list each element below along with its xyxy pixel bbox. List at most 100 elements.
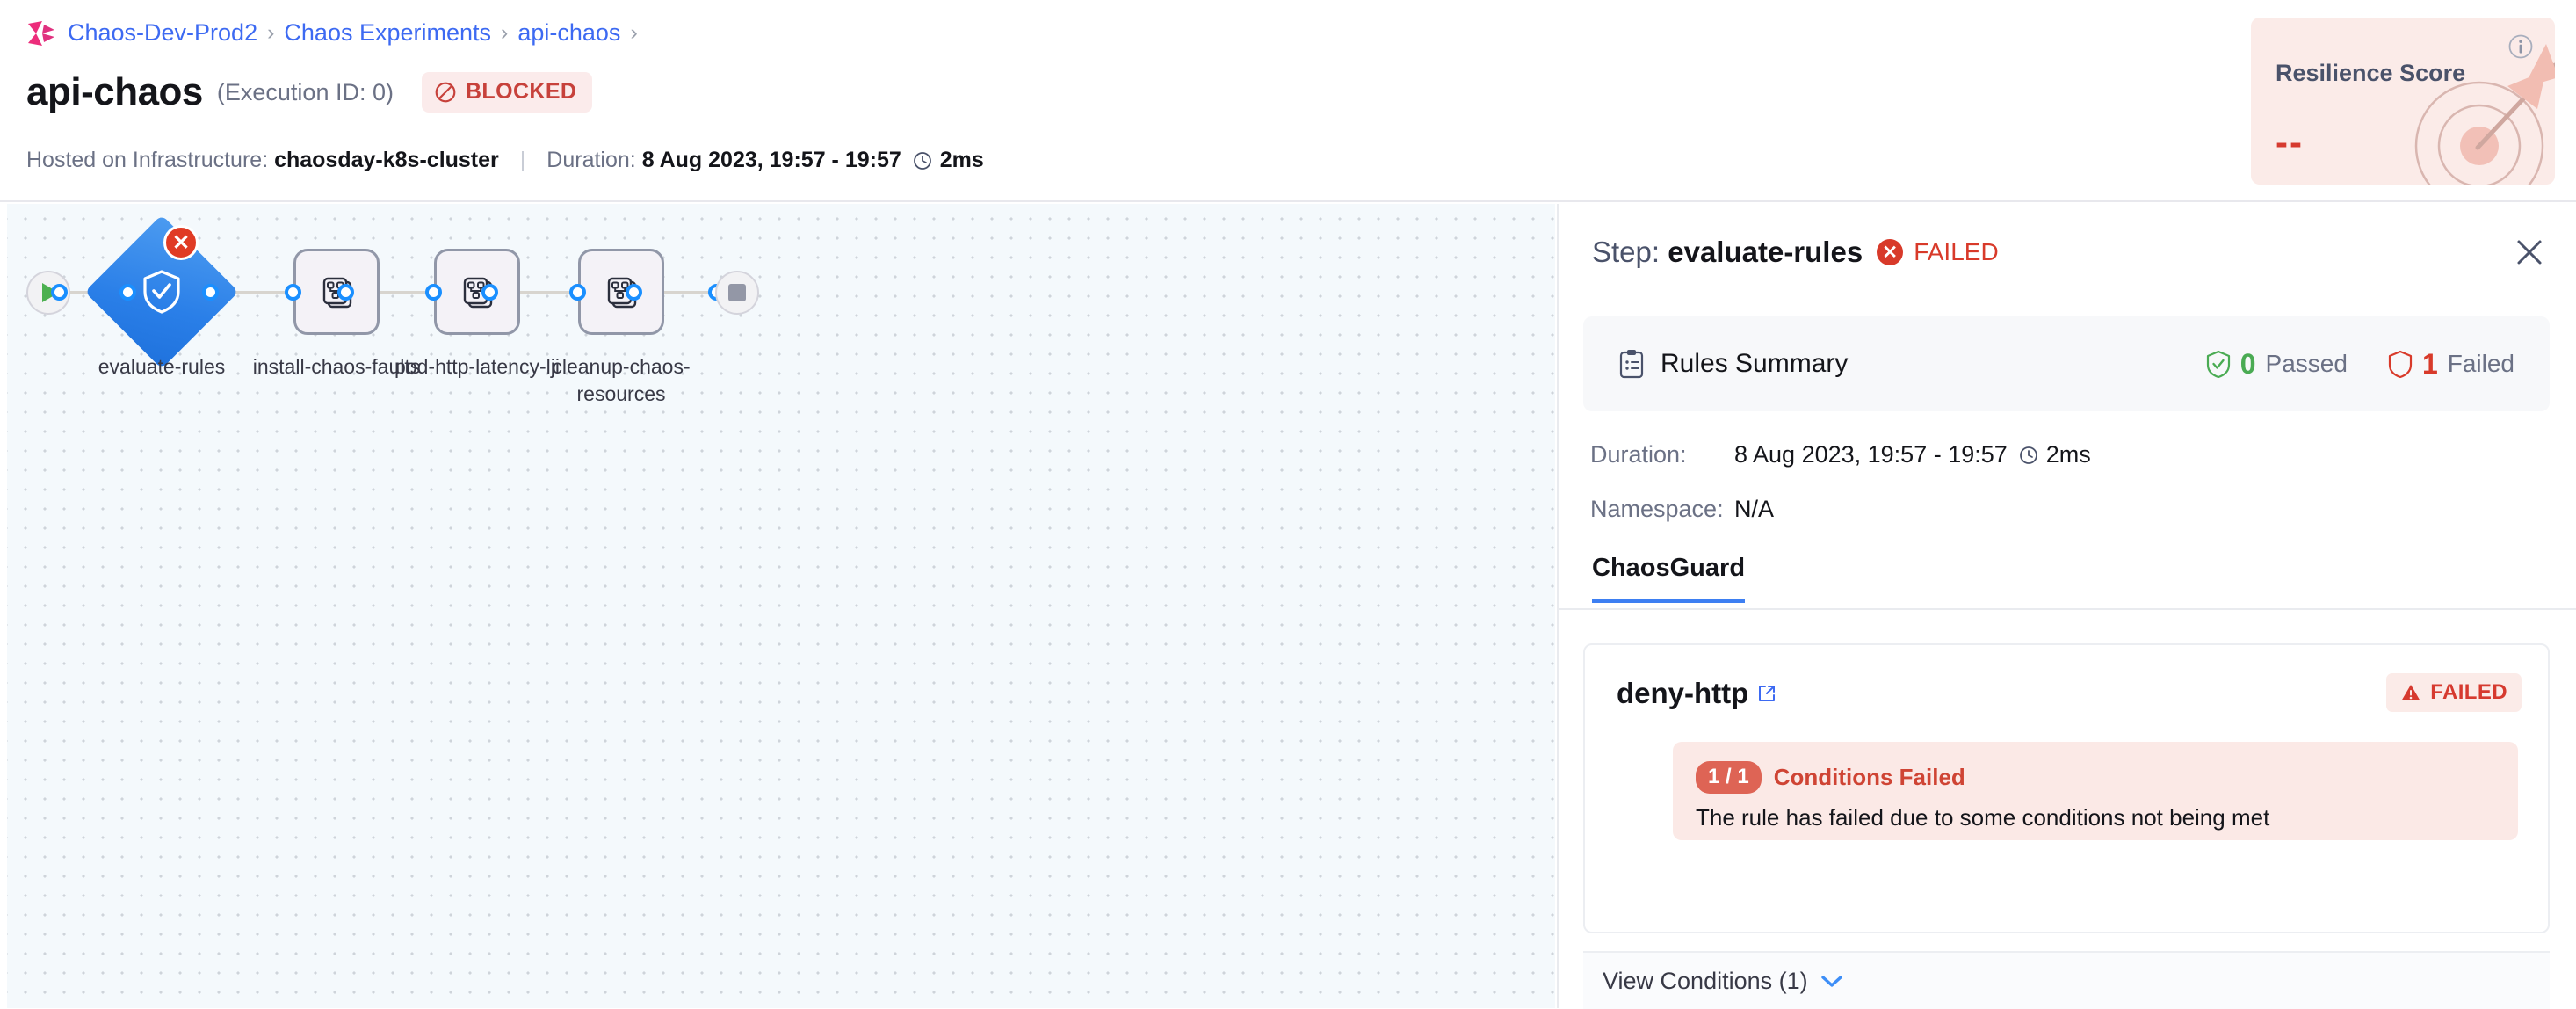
warning-triangle-icon — [2401, 685, 2420, 700]
breadcrumb-item-1[interactable]: Chaos Experiments — [284, 19, 492, 46]
duration-value: 8 Aug 2023, 19:57 - 19:57 — [641, 148, 901, 172]
step-details-panel: Step: evaluate-rules ✕ FAILED Rules Summ… — [1557, 204, 2576, 1009]
stop-icon — [728, 284, 746, 301]
panel-step-status: FAILED — [1914, 238, 1999, 265]
clock-icon — [913, 151, 931, 170]
rule-card-deny-http: deny-http FAILED 1 / 1 Conditions Failed… — [1583, 643, 2550, 933]
rule-name-link[interactable]: deny-http — [1617, 677, 1776, 710]
port-cleanup-in[interactable] — [569, 284, 586, 301]
infra-value: chaosday-k8s-cluster — [274, 148, 499, 172]
external-link-icon — [1759, 686, 1776, 701]
port-install-in[interactable] — [285, 284, 301, 301]
detail-namespace-value: N/A — [1734, 496, 1775, 522]
node-evaluate-rules[interactable] — [84, 214, 239, 369]
panel-step-title: Step: evaluate-rules — [1592, 236, 1863, 269]
resilience-score-value: -- — [2276, 121, 2304, 163]
rule-status-badge: FAILED — [2386, 673, 2522, 712]
node-cleanup-chaos-resources[interactable] — [578, 249, 664, 335]
panel-tabs: ChaosGuard — [1559, 547, 2576, 610]
rules-failed-stat: 1 Failed — [2388, 348, 2514, 381]
breadcrumb-separator-trailing: › — [630, 20, 638, 45]
clock-icon — [2019, 446, 2037, 464]
detail-namespace-value-wrap: N/A — [1734, 496, 1774, 523]
port-install-out[interactable] — [337, 284, 354, 301]
port-cleanup-out[interactable] — [626, 284, 642, 301]
resilience-score-card: Resilience Score -- — [2251, 18, 2555, 185]
detail-duration-row: Duration: — [1590, 441, 1687, 468]
edge-cleanup-to-end — [634, 291, 719, 294]
execution-id: (Execution ID: 0) — [216, 78, 394, 105]
ban-icon — [435, 82, 456, 102]
port-latency-in[interactable] — [425, 284, 442, 301]
view-conditions-label: View Conditions (1) — [1603, 967, 1808, 994]
edge-evaluate-to-install — [211, 291, 295, 294]
rules-passed-count: 0 — [2240, 347, 2256, 380]
error-x-icon: ✕ — [1877, 239, 1904, 265]
info-circle-icon[interactable] — [2507, 33, 2534, 60]
rule-status-label: FAILED — [2430, 680, 2507, 704]
rules-passed-label: Passed — [2265, 350, 2348, 377]
view-conditions-toggle[interactable]: View Conditions (1) — [1583, 951, 2550, 1009]
node-evaluate-rules-inner — [107, 237, 216, 346]
edge-install-to-latency — [346, 291, 434, 294]
rules-summary-stats: 0 Passed 1 Failed — [2206, 348, 2514, 381]
detail-duration-elapsed: 2ms — [2045, 441, 2091, 468]
breadcrumb: Chaos-Dev-Prod2 › Chaos Experiments › ap… — [26, 19, 638, 47]
breadcrumb-item-2[interactable]: api-chaos — [517, 19, 621, 46]
port-start-out[interactable] — [51, 284, 68, 301]
detail-namespace-row: Namespace: — [1590, 496, 1724, 523]
status-badge-label: BLOCKED — [465, 79, 577, 104]
start-node[interactable] — [26, 271, 70, 315]
node-label-evaluate-rules: evaluate-rules — [98, 355, 226, 378]
end-node[interactable] — [715, 271, 759, 315]
panel-step-name: evaluate-rules — [1668, 236, 1863, 268]
breadcrumb-separator: › — [501, 20, 509, 45]
node-install-chaos-faults[interactable] — [293, 249, 380, 335]
shield-outline-icon — [2388, 350, 2413, 378]
node-label-install-chaos-faults: install-chaos-faults — [252, 355, 421, 378]
panel-header: Step: evaluate-rules ✕ FAILED — [1559, 204, 2576, 301]
page-header: Chaos-Dev-Prod2 › Chaos Experiments › ap… — [0, 0, 2576, 202]
port-evaluate-out[interactable] — [202, 284, 219, 301]
resilience-score-title: Resilience Score — [2276, 60, 2466, 86]
detail-duration-value-wrap: 8 Aug 2023, 19:57 - 19:57 2ms — [1734, 441, 2091, 468]
rules-failed-count: 1 — [2421, 347, 2438, 380]
conditions-failed-description: The rule has failed due to some conditio… — [1696, 804, 2270, 831]
rules-summary-label: Rules Summary — [1661, 349, 1849, 378]
breadcrumb-item-0[interactable]: Chaos-Dev-Prod2 — [68, 19, 258, 46]
target-dart-icon — [2414, 44, 2555, 185]
page-title: api-chaos — [26, 70, 203, 113]
close-icon[interactable] — [2513, 236, 2546, 269]
pipeline-canvas[interactable]: ✕ evaluate-rules install-chaos-faults po… — [7, 204, 1555, 1008]
duration-label: Duration: — [546, 148, 636, 172]
shield-check-icon — [143, 270, 180, 314]
conditions-failed-title: Conditions Failed — [1773, 764, 1965, 790]
rules-failed-label: Failed — [2447, 350, 2514, 377]
duration-elapsed: 2ms — [939, 148, 984, 172]
conditions-failed-header: 1 / 1 Conditions Failed — [1696, 761, 2495, 794]
shield-check-icon — [2206, 350, 2230, 378]
port-evaluate-in[interactable] — [119, 284, 136, 301]
infra-label: Hosted on Infrastructure: — [26, 148, 269, 172]
rule-name-text: deny-http — [1617, 677, 1749, 709]
meta-row: Hosted on Infrastructure: chaosday-k8s-c… — [26, 148, 984, 173]
chaos-fault-icon — [463, 277, 493, 309]
rules-summary-card: Rules Summary 0 Passed 1 Failed — [1583, 316, 2550, 411]
node-pod-http-latency-lji[interactable] — [434, 249, 520, 335]
edge-latency-to-cleanup — [490, 291, 575, 294]
conditions-count-pill: 1 / 1 — [1696, 761, 1762, 794]
rules-passed-stat: 0 Passed — [2206, 348, 2348, 381]
status-badge: BLOCKED — [421, 72, 593, 113]
port-latency-out[interactable] — [481, 284, 498, 301]
detail-namespace-key: Namespace: — [1590, 496, 1724, 522]
node-label-cleanup-chaos-resources: cleanup-chaos-resources — [552, 355, 691, 406]
detail-duration-key: Duration: — [1590, 441, 1687, 468]
conditions-failed-banner: 1 / 1 Conditions Failed The rule has fai… — [1673, 742, 2518, 840]
harness-logo-icon — [28, 20, 54, 46]
tab-chaosguard[interactable]: ChaosGuard — [1592, 554, 1746, 603]
node-error-badge[interactable]: ✕ — [163, 225, 199, 260]
detail-duration-value: 8 Aug 2023, 19:57 - 19:57 — [1734, 441, 2008, 468]
panel-step-prefix: Step: — [1592, 236, 1661, 268]
breadcrumb-separator: › — [267, 20, 275, 45]
chaos-fault-icon — [607, 277, 637, 309]
